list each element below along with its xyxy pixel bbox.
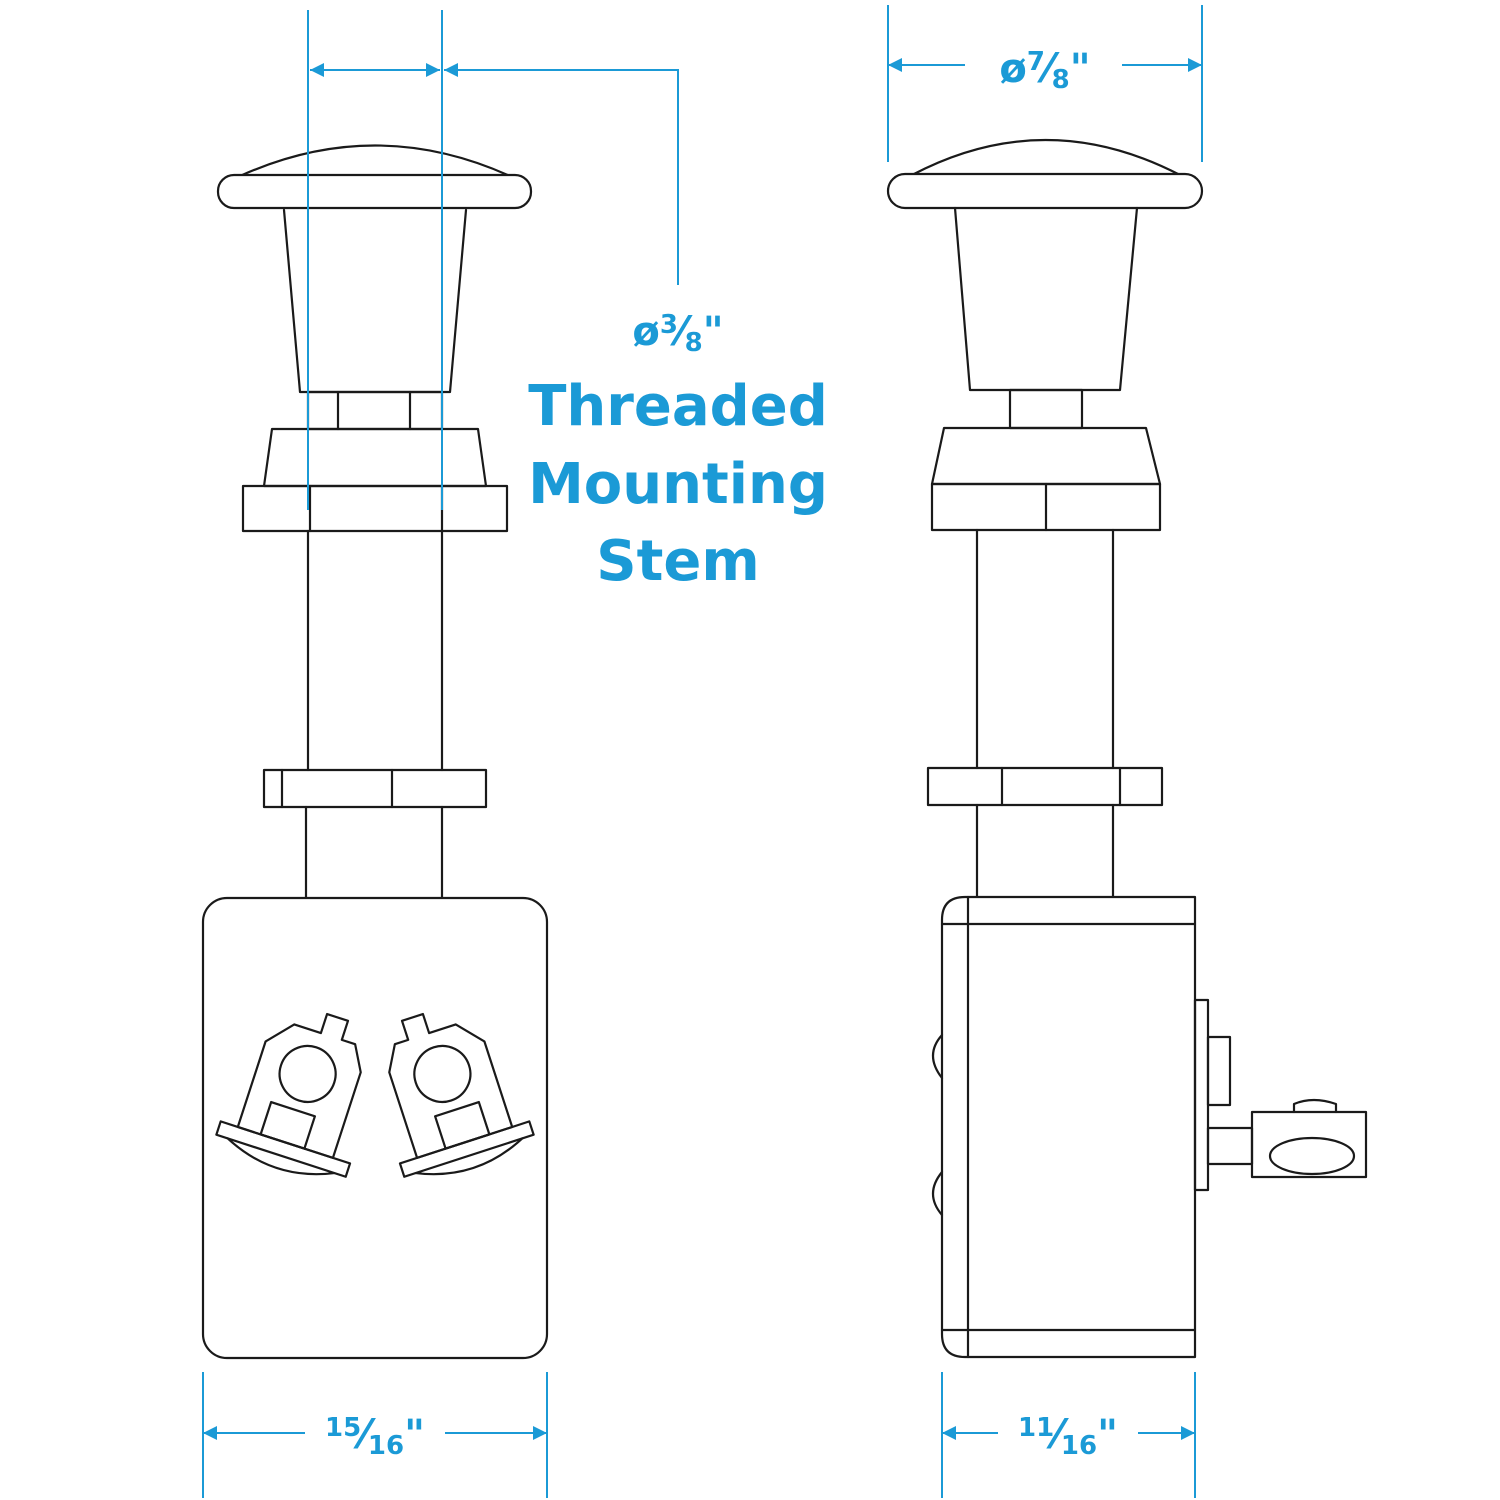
front-cap-rim bbox=[216, 173, 533, 210]
side-terminal-block bbox=[1193, 998, 1210, 1192]
front-terminal-right bbox=[388, 1012, 535, 1178]
side-lower-nut bbox=[926, 766, 1164, 807]
stem-diameter-label: ø3⁄8" bbox=[632, 309, 723, 358]
stem-diameter-dimension: ø3⁄8" Threaded Mounting Stem bbox=[307, 10, 828, 594]
side-width-dimension: 11⁄16" bbox=[941, 1372, 1196, 1498]
side-knob-body bbox=[953, 206, 1139, 392]
front-top-nut bbox=[241, 484, 509, 533]
front-width-dimension: 15⁄16" bbox=[202, 1372, 548, 1498]
cap-diameter-label: ø7⁄8" bbox=[999, 46, 1090, 95]
front-knob-body bbox=[282, 208, 468, 394]
side-bump-lower bbox=[931, 1170, 944, 1217]
side-bezel bbox=[930, 426, 1162, 486]
front-lower-nut bbox=[262, 768, 488, 809]
front-bezel bbox=[262, 427, 488, 488]
front-view bbox=[201, 144, 549, 1360]
side-neck bbox=[1008, 388, 1084, 430]
side-width-label: 11⁄16" bbox=[1018, 1412, 1118, 1461]
front-neck bbox=[306, 390, 444, 431]
front-cap-dome bbox=[238, 144, 512, 178]
front-terminal-left bbox=[215, 1012, 362, 1178]
front-housing bbox=[201, 896, 549, 1360]
stem-label-line3: Stem bbox=[596, 529, 759, 594]
cap-diameter-dimension: ø7⁄8" bbox=[887, 5, 1203, 162]
stem-label-line1: Threaded bbox=[528, 374, 828, 439]
side-housing bbox=[940, 895, 1197, 1359]
side-cap-dome bbox=[910, 138, 1182, 177]
stem-label-line2: Mounting bbox=[528, 452, 828, 517]
side-cap-rim bbox=[886, 172, 1204, 210]
side-view bbox=[886, 138, 1368, 1359]
side-terminal-screw bbox=[1206, 1126, 1254, 1166]
side-bump-upper bbox=[931, 1033, 944, 1080]
front-width-label: 15⁄16" bbox=[325, 1412, 425, 1461]
